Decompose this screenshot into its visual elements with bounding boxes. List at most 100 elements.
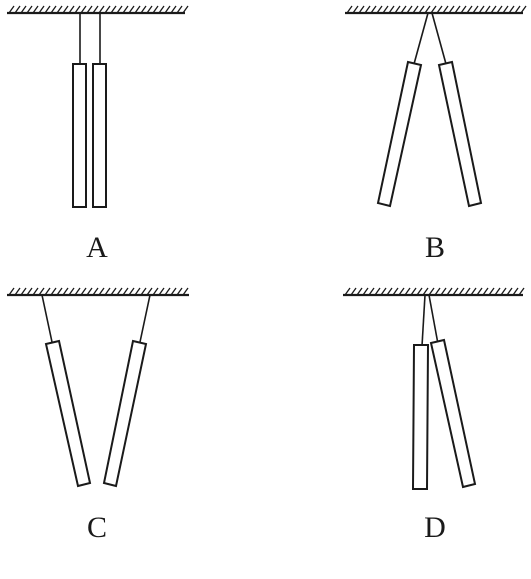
thread-c-right: [139, 294, 151, 343]
ceiling-hatch: [488, 287, 495, 296]
ceiling-hatch: [514, 5, 521, 14]
ceiling-hatch: [98, 5, 105, 14]
ceiling-hatch: [92, 5, 99, 14]
thread-b-left: [413, 12, 429, 65]
ceiling-hatch: [80, 287, 87, 296]
ceiling-hatch: [98, 287, 105, 296]
thread-d-left: [421, 294, 426, 347]
ceiling-hatch: [478, 5, 485, 14]
ceiling-hatch: [382, 5, 389, 14]
ceiling-hatch: [20, 5, 27, 14]
ceiling-hatch: [506, 287, 513, 296]
ceiling-hatch: [158, 287, 165, 296]
ceiling-hatch: [500, 287, 507, 296]
panel-a: [7, 5, 189, 208]
ceiling-hatch: [428, 287, 435, 296]
ceiling-hatch: [388, 5, 395, 14]
ceiling-hatch: [392, 287, 399, 296]
ceiling-hatch: [158, 5, 165, 14]
ceiling-hatch: [44, 287, 51, 296]
ceiling-hatch: [496, 5, 503, 14]
ceiling-hatch: [56, 287, 63, 296]
ceiling-hatch: [68, 5, 75, 14]
rod-a-left: [72, 63, 87, 208]
ceiling-hatch: [62, 287, 69, 296]
ceiling-hatch: [146, 287, 153, 296]
ceiling-hatch: [476, 287, 483, 296]
ceiling-hatch: [466, 5, 473, 14]
ceiling-hatch: [434, 287, 441, 296]
ceiling-hatch: [170, 287, 177, 296]
ceiling-hatch: [104, 5, 111, 14]
ceiling-hatch: [32, 5, 39, 14]
ceiling-hatch: [50, 5, 57, 14]
ceiling-hatch: [446, 287, 453, 296]
ceiling-hatch: [380, 287, 387, 296]
ceiling-hatch: [122, 5, 129, 14]
rod-b-left: [376, 60, 423, 208]
ceiling-hatch: [442, 5, 449, 14]
ceiling-hatch: [116, 287, 123, 296]
ceiling-hatch: [418, 5, 425, 14]
ceiling-hatch: [404, 287, 411, 296]
ceiling-hatch: [490, 5, 497, 14]
option-label-d: D: [424, 511, 446, 544]
ceiling-hatch: [164, 287, 171, 296]
option-label-a: A: [86, 231, 108, 264]
ceiling-hatch: [104, 287, 111, 296]
ceiling-hatch: [134, 5, 141, 14]
ceiling-b: [345, 5, 527, 15]
ceiling-hatch: [370, 5, 377, 14]
ceiling-hatch: [520, 5, 527, 14]
ceiling-hatch: [116, 5, 123, 14]
ceiling-hatch: [512, 287, 519, 296]
ceiling-hatch: [14, 287, 21, 296]
ceiling-hatch: [364, 5, 371, 14]
ceiling-hatch: [374, 287, 381, 296]
ceiling-hatch: [376, 5, 383, 14]
ceiling-hatch: [14, 5, 21, 14]
ceiling-hatch: [122, 287, 129, 296]
ceiling-hatch: [358, 5, 365, 14]
ceiling-hatch: [398, 287, 405, 296]
ceiling-d: [343, 287, 525, 297]
ceiling-hatch: [128, 287, 135, 296]
ceiling-hatch: [424, 5, 431, 14]
ceiling-hatch: [44, 5, 51, 14]
ceiling-hatch: [80, 5, 87, 14]
ceiling-hatch: [350, 287, 357, 296]
ceiling-hatch: [352, 5, 359, 14]
ceiling-hatch: [344, 287, 351, 296]
ceiling-hatch: [8, 5, 15, 14]
ceiling-hatch: [176, 5, 183, 14]
ceiling-hatch: [74, 5, 81, 14]
ceiling-hatch: [430, 5, 437, 14]
ceiling-hatch: [362, 287, 369, 296]
ceiling-hatch: [134, 287, 141, 296]
ceiling-hatch: [20, 287, 27, 296]
ceiling-hatch: [56, 5, 63, 14]
ceiling-hatch: [8, 287, 15, 296]
ceiling-hatch: [74, 287, 81, 296]
ceiling-hatch: [482, 287, 489, 296]
ceiling-hatch: [164, 5, 171, 14]
ceiling-hatch: [38, 5, 45, 14]
ceiling-hatch: [32, 287, 39, 296]
ceiling-hatch: [356, 287, 363, 296]
ceiling-hatch: [26, 287, 33, 296]
ceiling-hatch: [50, 287, 57, 296]
ceiling-hatch: [140, 5, 147, 14]
thread-d-right: [428, 294, 439, 345]
ceiling-hatch: [452, 287, 459, 296]
option-label-c: C: [86, 511, 107, 544]
ceiling-hatch: [110, 287, 117, 296]
ceiling-hatch: [152, 287, 159, 296]
rod-a-right: [92, 63, 107, 208]
ceiling-hatch: [502, 5, 509, 14]
ceiling-hatch: [394, 5, 401, 14]
ceiling-a: [7, 5, 189, 15]
ceiling-hatch: [436, 5, 443, 14]
ceiling-hatch: [508, 5, 515, 14]
option-label-b: B: [424, 231, 445, 264]
